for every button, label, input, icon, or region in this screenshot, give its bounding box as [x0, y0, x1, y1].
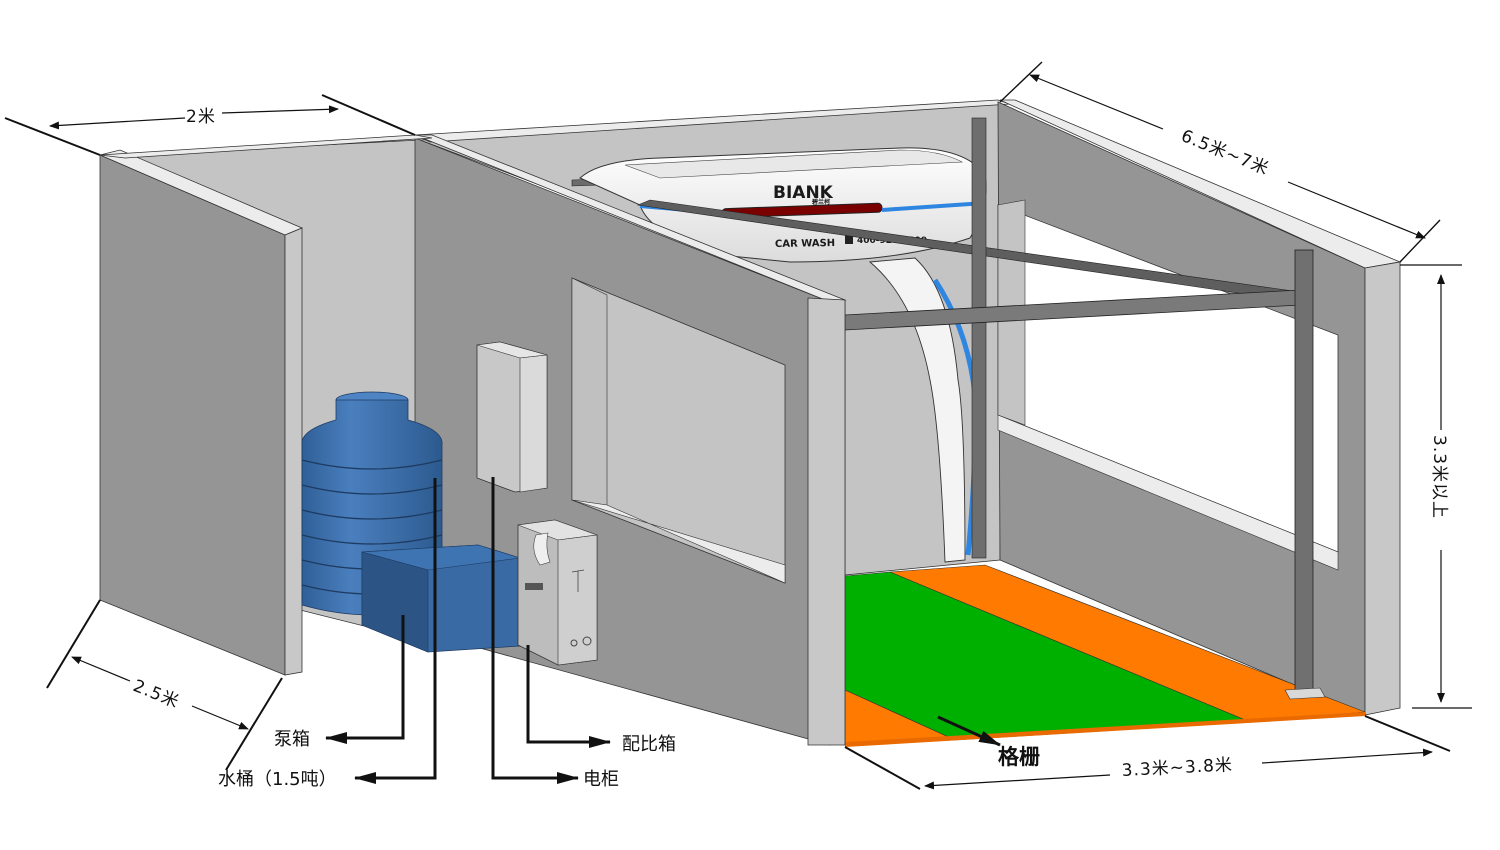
- label-electric-cabinet: 电柜: [583, 769, 619, 790]
- label-pump-box: 泵箱: [274, 729, 310, 750]
- equipment-room: [98, 134, 847, 746]
- dimension-lines: [4, 61, 1472, 790]
- dosing-box-leader: [526, 645, 611, 748]
- dim-wash-bay-length: 6.5米~7米: [1178, 126, 1272, 179]
- machine-car-wash-text: CAR WASH: [775, 238, 835, 250]
- dim-equipment-room-width: 2米: [186, 107, 216, 127]
- partition-wall-end: [807, 297, 846, 746]
- dim-equipment-room-depth: 2.5米: [130, 676, 182, 713]
- equipment-room-back-wall-top: [99, 134, 433, 159]
- front-right-post-base: [1284, 687, 1326, 700]
- label-grating: 格栅: [998, 745, 1040, 769]
- electric-cabinet-leader: [491, 477, 579, 784]
- machine-brand-sub: 碧兰柯: [811, 198, 830, 206]
- partition-window-jamb: [571, 277, 608, 506]
- callout-labels: 泵箱 水桶（1.5吨） 电柜 配比箱 格栅: [218, 729, 1040, 790]
- machine-gantry-arm: [868, 257, 966, 563]
- machine-accent-stripe: [881, 201, 986, 212]
- machine-brand-logo: BIANK: [773, 183, 834, 203]
- equipment-room-left-wall: [99, 154, 286, 676]
- wash-bay-floor: [844, 564, 1366, 747]
- label-dosing-box: 配比箱: [622, 734, 676, 755]
- callout-leaders: [325, 477, 1001, 784]
- wash-bay-right-wall-end: [1364, 261, 1401, 716]
- grating-leader: [937, 715, 1001, 747]
- pump-box: [361, 544, 521, 653]
- back-wall-group: [414, 99, 1402, 716]
- partition-window-sill: [571, 499, 786, 584]
- rear-right-post: [971, 117, 987, 559]
- electric-cabinet: [476, 341, 548, 493]
- dosing-box: [517, 519, 598, 666]
- label-water-tank: 水桶（1.5吨）: [218, 769, 337, 790]
- floor-front-edge: [845, 712, 1365, 747]
- phone-icon: [845, 235, 853, 244]
- equipment-room-left-wall-end: [284, 227, 303, 676]
- car-wash-machine: BIANK 碧兰柯 CAR WASH 400-926-9899: [571, 117, 1326, 700]
- dim-wash-bay-height: 3.3米以上: [1429, 435, 1449, 519]
- pump-box-leader: [325, 615, 405, 744]
- front-right-post: [1294, 249, 1314, 696]
- water-tank-leader: [354, 478, 437, 784]
- right-wall-window-sill: [997, 414, 1339, 571]
- dim-wash-bay-width: 3.3米~3.8米: [1121, 755, 1233, 781]
- machine-top-panel: [624, 149, 964, 179]
